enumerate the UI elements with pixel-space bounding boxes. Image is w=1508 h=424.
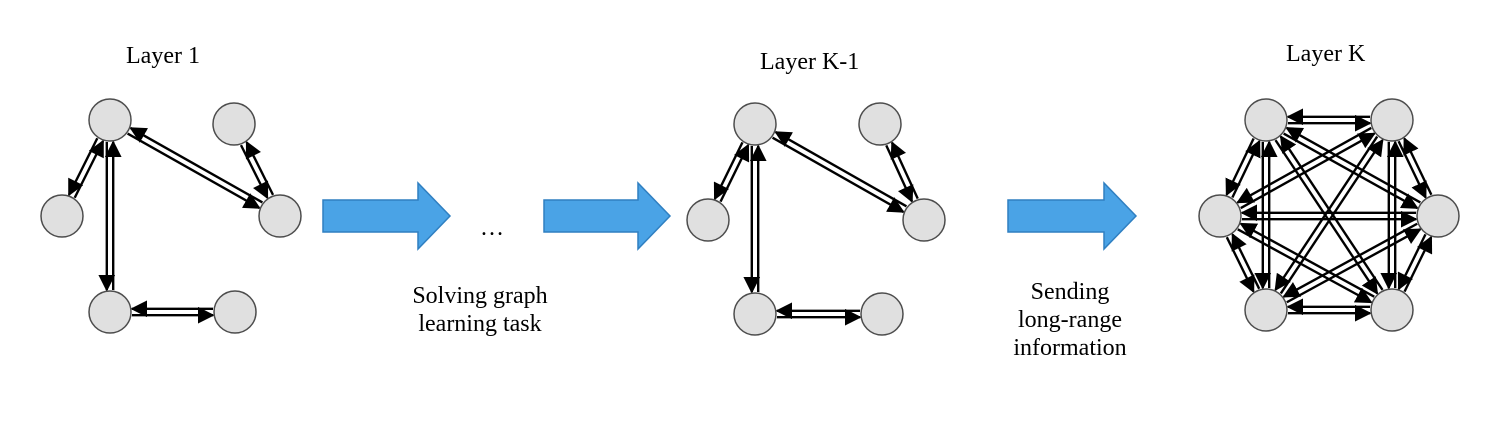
layer-k-1-graph xyxy=(686,102,946,336)
layer-1-graph xyxy=(40,98,302,334)
lk1-node-1 xyxy=(733,102,777,146)
lk-node-2 xyxy=(1370,98,1414,142)
l1-edge-e-d-backward xyxy=(245,140,275,196)
l1-edge-a-b-backward xyxy=(73,139,105,199)
lk-edge-4-6-forward xyxy=(1239,222,1375,298)
lk1-edge-a-b-backward xyxy=(719,143,750,203)
lk1-edge-e-d-backward xyxy=(890,141,919,200)
lk-edge-3-4-backward xyxy=(1403,235,1433,293)
lk-edge-3-4-forward xyxy=(1397,233,1427,291)
l1-edge-a-d-forward xyxy=(126,132,261,210)
lk1-edge-a-d-forward xyxy=(771,136,905,213)
lk1-node-4 xyxy=(902,198,946,242)
transition-arrow-1 xyxy=(322,181,452,251)
lk-node-5 xyxy=(1244,288,1288,332)
lk1-edge-a-b-forward xyxy=(713,141,744,201)
l1-edge-e-d-forward xyxy=(239,144,269,200)
transition-arrow-2 xyxy=(543,181,672,251)
arrow-1-caption-line-1: Solving graph xyxy=(412,283,548,309)
arrow-1-caption: Solving graph learning task xyxy=(380,282,580,338)
lk-edge-3-5-backward xyxy=(1286,228,1422,304)
arrow-2-caption: Sending long-range information xyxy=(970,278,1170,362)
lk-edge-5-6-backward xyxy=(1225,236,1255,294)
l1-node-5 xyxy=(212,102,256,146)
layer-1-title: Layer 1 xyxy=(126,43,200,69)
lk-edge-2-5-backward xyxy=(1279,138,1384,295)
l1-node-2 xyxy=(40,194,84,238)
lk-edge-1-6-backward xyxy=(1231,139,1261,199)
ellipsis: … xyxy=(480,215,504,241)
lk1-node-3 xyxy=(733,292,777,336)
l1-node-3 xyxy=(88,290,132,334)
transition-arrow-3 xyxy=(1007,181,1138,251)
lk1-edge-e-d-forward xyxy=(885,144,914,203)
lk-node-1 xyxy=(1244,98,1288,142)
lk-edge-1-6-forward xyxy=(1225,137,1255,197)
lk1-node-6 xyxy=(860,292,904,336)
l1-node-1 xyxy=(88,98,132,142)
l1-edge-a-b-forward xyxy=(67,137,99,197)
layer-k-graph xyxy=(1198,98,1460,332)
layer-k-title: Layer K xyxy=(1286,41,1366,67)
lk-edge-2-3-backward xyxy=(1403,136,1433,196)
arrow-1-caption-line-2: learning task xyxy=(418,311,542,337)
lk1-node-2 xyxy=(686,198,730,242)
layer-k-1-title: Layer K-1 xyxy=(760,49,860,75)
l1-node-4 xyxy=(258,194,302,238)
lk-edge-2-6-backward xyxy=(1240,132,1376,210)
lk-node-6 xyxy=(1198,194,1242,238)
lk1-edge-a-d-backward xyxy=(774,131,908,208)
lk-node-3 xyxy=(1416,194,1460,238)
lk-edge-5-6-forward xyxy=(1231,232,1261,290)
arrow-2-caption-line-3: information xyxy=(1013,335,1127,361)
l1-edge-a-d-backward xyxy=(129,126,264,204)
lk-edge-3-5-forward xyxy=(1282,222,1418,298)
lk-edge-1-4-forward xyxy=(1274,139,1379,295)
l1-node-6 xyxy=(213,290,257,334)
lk-edge-2-6-forward xyxy=(1236,126,1372,204)
lk-edge-2-3-forward xyxy=(1397,140,1427,200)
arrow-2-caption-line-2: long-range xyxy=(1018,307,1122,333)
lk1-node-5 xyxy=(858,102,902,146)
lk-edge-1-3-backward xyxy=(1285,126,1421,204)
lk-node-4 xyxy=(1370,288,1414,332)
lk-edge-4-6-backward xyxy=(1237,228,1373,304)
arrow-2-caption-line-1: Sending xyxy=(1030,279,1110,305)
